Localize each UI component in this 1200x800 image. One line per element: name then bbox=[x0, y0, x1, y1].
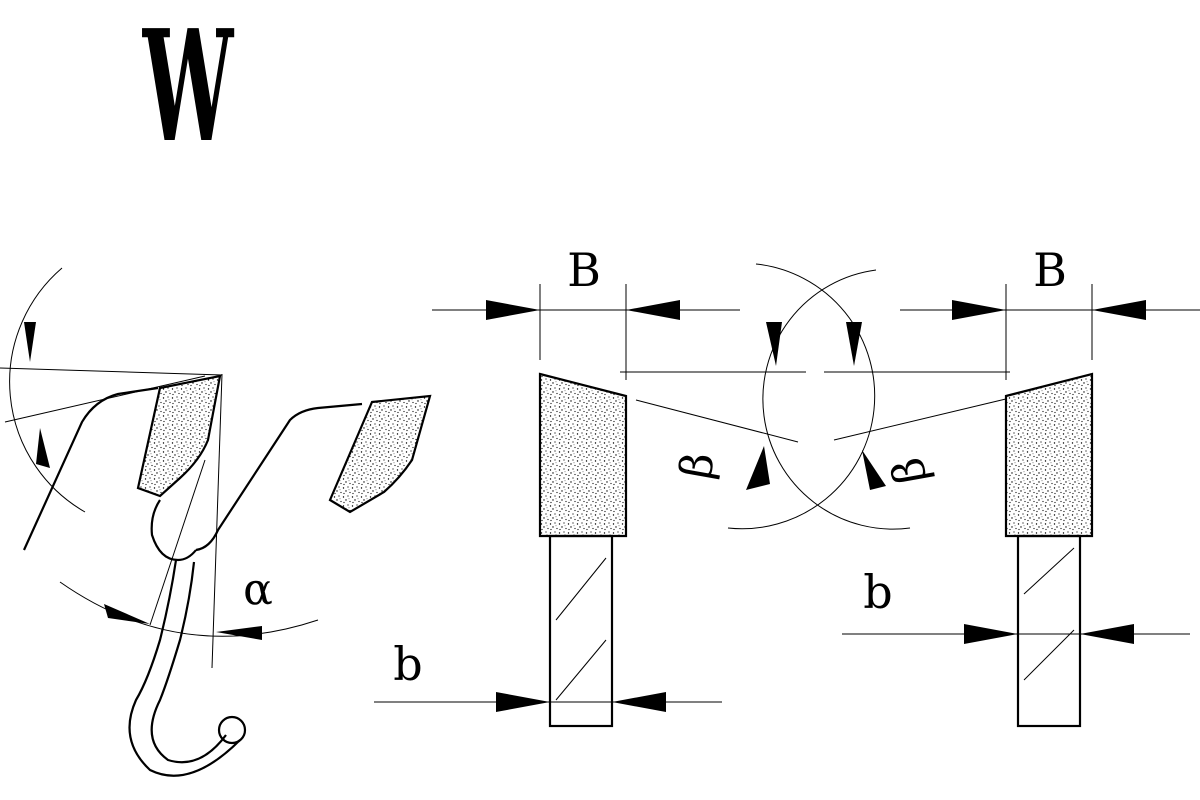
label-beta-1: β bbox=[670, 449, 725, 483]
arrow-b2-left bbox=[964, 624, 1018, 644]
carbide-tip-front-2 bbox=[1004, 372, 1094, 538]
carbide-tip-front-1 bbox=[538, 372, 628, 538]
tooth-front-view-2: B β b bbox=[762, 243, 1200, 728]
tooth-front-view-1: B β b bbox=[374, 243, 876, 728]
arrow-B1-left bbox=[486, 300, 540, 320]
logo-w: W bbox=[141, 0, 234, 176]
arrow-top-left bbox=[24, 322, 36, 362]
arrow-beta2-bottom bbox=[862, 450, 886, 490]
label-b-1: b bbox=[393, 637, 422, 691]
arrow-b2-right bbox=[1080, 624, 1134, 644]
arrow-beta2-top bbox=[846, 322, 862, 366]
arrow-mid-left bbox=[36, 428, 50, 468]
arrow-B2-right bbox=[1092, 300, 1146, 320]
carbide-tip-1 bbox=[136, 374, 222, 498]
arrow-alpha-right bbox=[216, 626, 262, 640]
arrow-b1-right bbox=[612, 692, 666, 712]
arrow-B1-right bbox=[626, 300, 680, 320]
arrow-b1-left bbox=[496, 692, 550, 712]
label-beta-2: β bbox=[882, 454, 937, 488]
arrow-alpha-left bbox=[104, 604, 150, 624]
label-b-2: b bbox=[863, 565, 892, 619]
label-alpha: α bbox=[243, 564, 273, 615]
label-B-2: B bbox=[1033, 243, 1067, 297]
carbide-tip-2 bbox=[328, 394, 432, 514]
arrow-beta1-bottom bbox=[746, 446, 770, 490]
arrow-beta1-top bbox=[766, 322, 782, 366]
label-B-1: B bbox=[567, 243, 601, 297]
tooth-side-view: α bbox=[0, 267, 432, 777]
arrow-B2-left bbox=[952, 300, 1006, 320]
